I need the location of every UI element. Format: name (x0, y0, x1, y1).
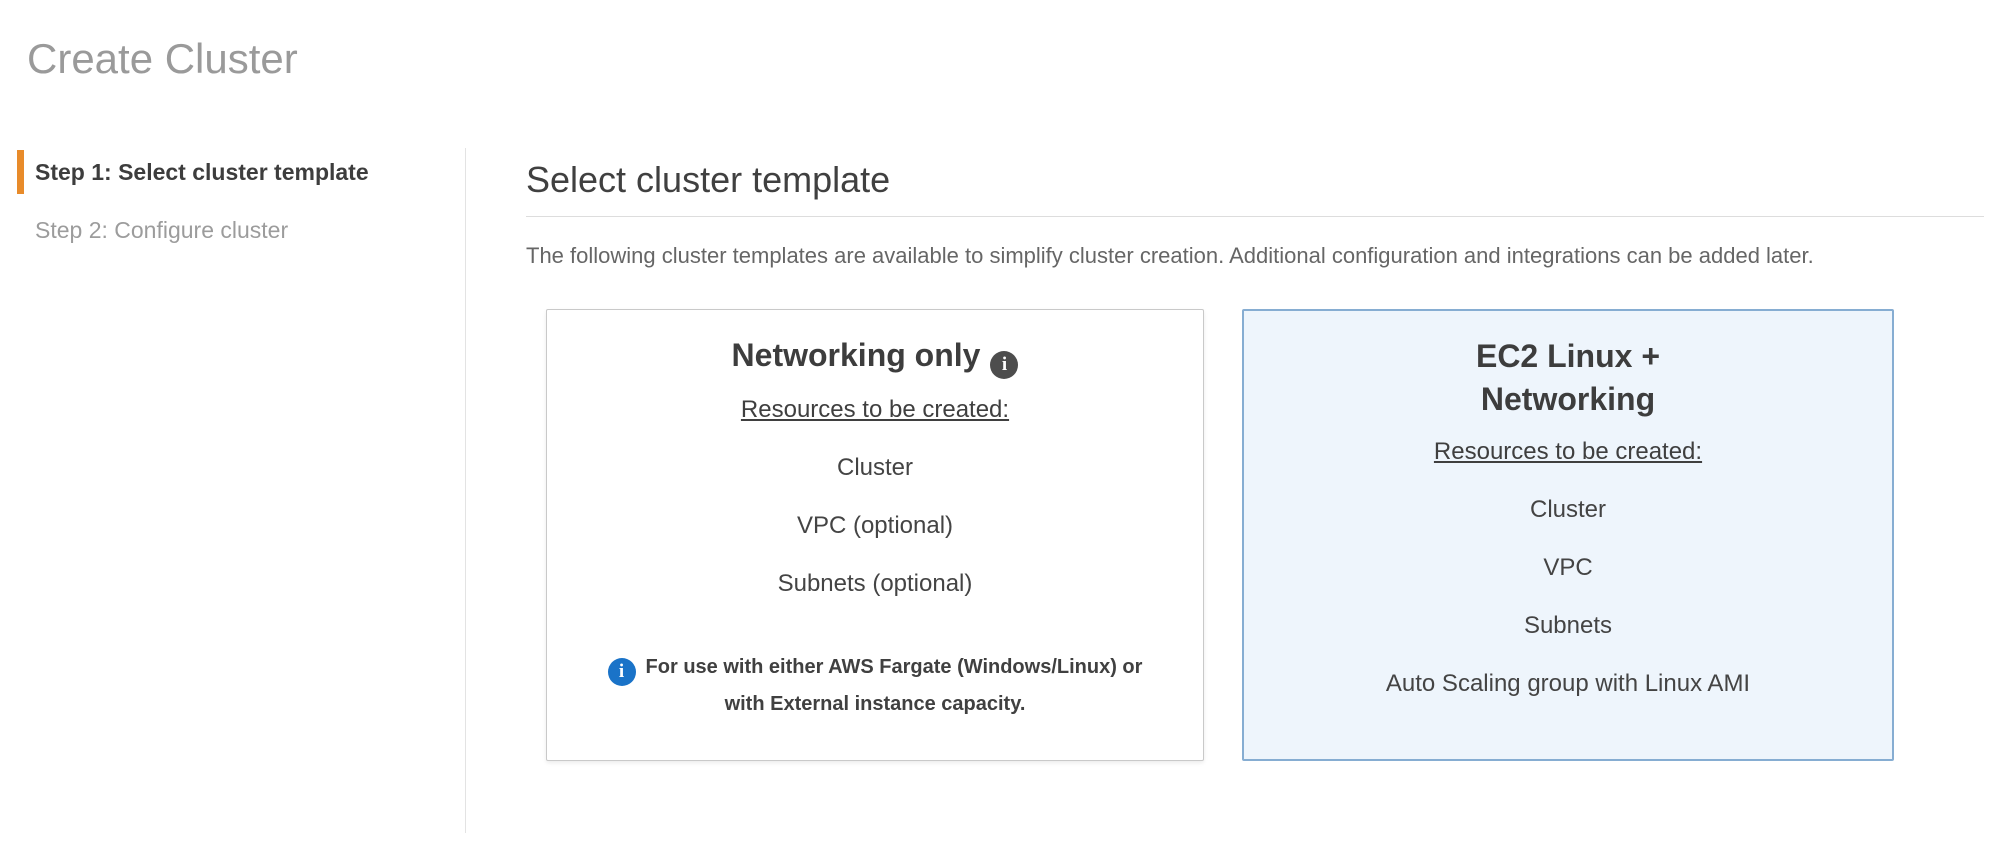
section-heading: Select cluster template (526, 159, 891, 200)
resource-item: Cluster (1529, 496, 1607, 523)
card-title-label: Networking only (731, 337, 981, 373)
section-description: The following cluster templates are avai… (526, 243, 1814, 268)
resource-item: VPC (1543, 554, 1593, 581)
card-note: i For use with either AWS Fargate (Window… (585, 649, 1165, 722)
card-title: EC2 Linux + Networking (1413, 335, 1723, 421)
resource-item: VPC (optional) (796, 512, 954, 539)
step-item-1[interactable]: Step 1: Select cluster template (17, 150, 465, 194)
resources-label: Resources to be created: (740, 396, 1010, 423)
info-icon: i (607, 658, 636, 686)
card-title: Networking only i (732, 334, 1019, 379)
heading-divider (526, 216, 1984, 217)
page-title: Create Cluster (27, 35, 298, 82)
card-title-label: EC2 Linux + Networking (1475, 338, 1661, 417)
resources-label: Resources to be created: (1433, 438, 1703, 465)
resource-item: Auto Scaling group with Linux AMI (1385, 670, 1751, 697)
resource-item: Subnets (1523, 612, 1613, 639)
create-cluster-page: Create Cluster Step 1: Select cluster te… (0, 34, 1999, 833)
info-icon[interactable]: i (990, 351, 1019, 379)
resource-item: Subnets (optional) (777, 570, 973, 597)
step-item-2[interactable]: Step 2: Configure cluster (35, 217, 289, 243)
card-note-text: For use with either AWS Fargate (Windows… (645, 656, 1143, 715)
resource-item: Cluster (836, 454, 914, 481)
main-panel: Select cluster template The following cl… (466, 148, 1999, 833)
